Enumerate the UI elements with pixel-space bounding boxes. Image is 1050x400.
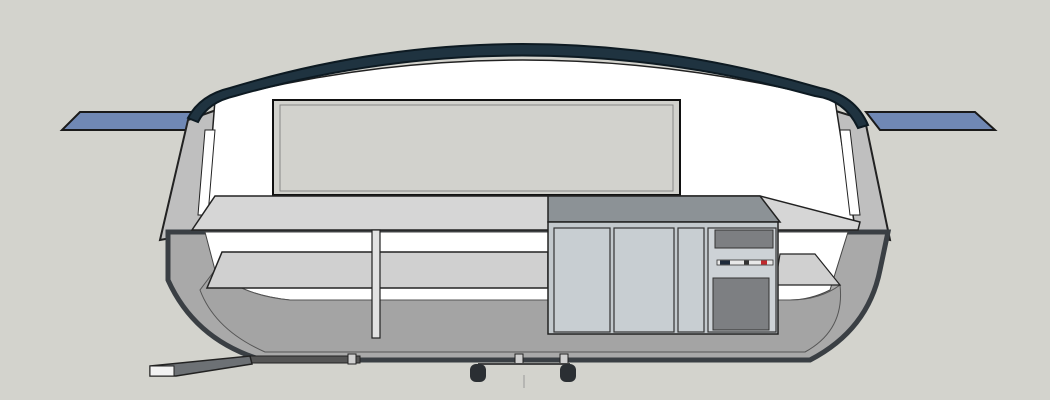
right-awning-flap: [863, 111, 998, 131]
fridge-door-1[interactable]: [553, 227, 611, 333]
hitch: [149, 365, 175, 377]
right-wall-strip: [839, 129, 861, 216]
service-window: [272, 99, 681, 196]
window-frame-inner: [279, 104, 674, 192]
bottom-vent-grille: [712, 277, 770, 331]
button-icon[interactable]: [744, 260, 749, 265]
display-icon: [720, 260, 730, 265]
refrigerated-counter: [547, 195, 782, 335]
power-button-icon[interactable]: [761, 260, 767, 265]
support-leg-2: [514, 353, 524, 365]
wheel-right: [560, 364, 576, 382]
fridge-top: [547, 195, 782, 223]
top-vent-grille: [714, 229, 774, 249]
left-awning-flap: [59, 111, 203, 131]
support-leg-3: [559, 353, 569, 365]
chassis-rail: [249, 355, 361, 364]
shelf-divider: [371, 229, 381, 339]
support-leg-1: [347, 353, 357, 365]
roof: [186, 43, 870, 130]
fridge-door-3[interactable]: [677, 227, 705, 333]
wheel-left: [470, 364, 486, 382]
fridge-door-2[interactable]: [613, 227, 675, 333]
